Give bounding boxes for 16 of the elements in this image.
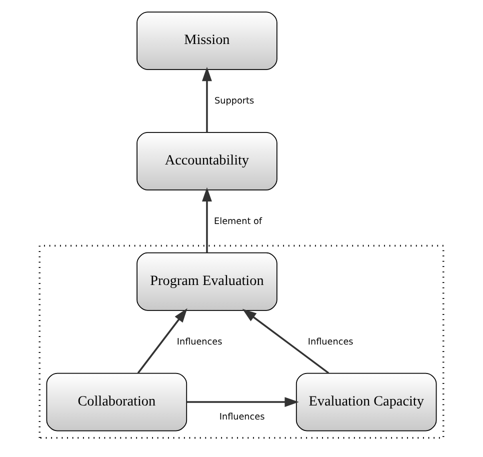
edge-label: Element of bbox=[214, 217, 262, 228]
arrow bbox=[202, 187, 212, 253]
arrow bbox=[242, 308, 330, 374]
node-box: Mission bbox=[136, 12, 278, 70]
arrow bbox=[202, 66, 212, 132]
node-box: Program Evaluation bbox=[136, 252, 278, 311]
node-box: Evaluation Capacity bbox=[296, 372, 437, 432]
arrow bbox=[186, 397, 299, 407]
node-box: Collaboration bbox=[46, 372, 188, 432]
edge-label: Influences bbox=[219, 412, 265, 422]
edge-label: Influences bbox=[176, 337, 222, 348]
edge-label: Supports bbox=[214, 96, 254, 107]
cluster bbox=[38, 244, 444, 439]
edge-label: Influences bbox=[308, 337, 354, 348]
arrow bbox=[137, 308, 188, 374]
node-box: Accountability bbox=[136, 132, 278, 190]
